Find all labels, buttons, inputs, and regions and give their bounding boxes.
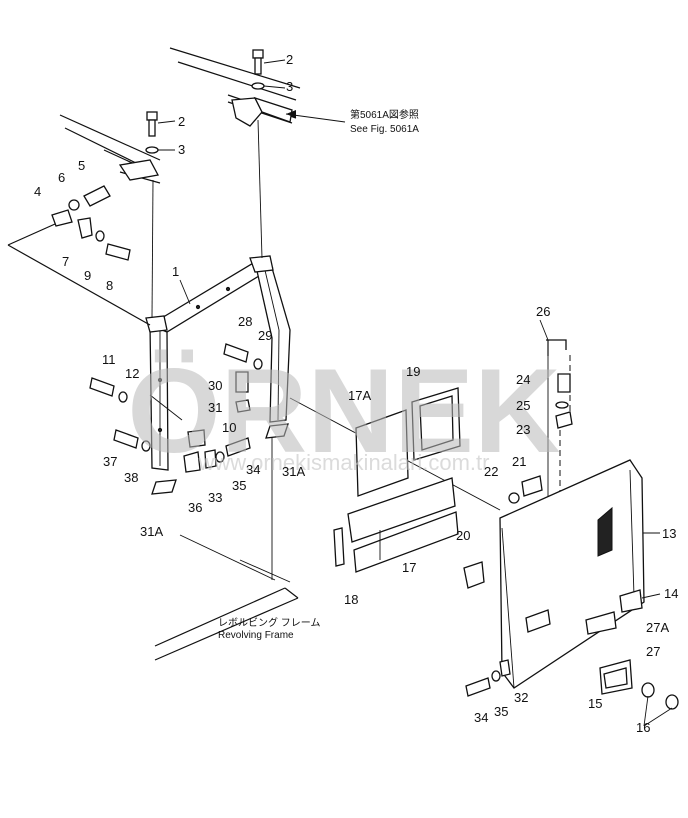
callout-25: 25 bbox=[516, 398, 530, 413]
callout-24: 24 bbox=[516, 372, 530, 387]
callout-23: 23 bbox=[516, 422, 530, 437]
callout-38: 38 bbox=[124, 470, 138, 485]
callout-15: 15 bbox=[588, 696, 602, 711]
callout-28: 28 bbox=[238, 314, 252, 329]
callout-31a-left: 31A bbox=[140, 524, 163, 539]
callout-2b: 2 bbox=[178, 114, 185, 129]
callout-31a-right: 31A bbox=[282, 464, 305, 479]
revolving-frame bbox=[154, 534, 299, 661]
callout-11: 11 bbox=[102, 352, 116, 367]
callout-14: 14 bbox=[664, 586, 678, 601]
watermark-url: www.ornekismakinalari.com.tr bbox=[198, 450, 490, 475]
callout-9: 9 bbox=[84, 268, 91, 283]
callout-37: 37 bbox=[103, 454, 117, 469]
callout-12: 12 bbox=[125, 366, 139, 381]
callout-27a: 27A bbox=[646, 620, 669, 635]
callout-19: 19 bbox=[406, 364, 420, 379]
callout-2a: 2 bbox=[286, 52, 293, 67]
callout-34b: 34 bbox=[474, 710, 488, 725]
callout-20: 20 bbox=[456, 528, 470, 543]
callout-35b: 35 bbox=[494, 704, 508, 719]
top-bolts bbox=[145, 49, 265, 154]
cover-panels bbox=[333, 387, 461, 573]
callout-8: 8 bbox=[106, 278, 113, 293]
callout-32: 32 bbox=[514, 690, 528, 705]
callout-29: 29 bbox=[258, 328, 272, 343]
callout-13: 13 bbox=[662, 526, 676, 541]
callout-17a: 17A bbox=[348, 388, 371, 403]
callout-34a: 34 bbox=[246, 462, 260, 477]
figure-notes: 第5061A図参照 See Fig. 5061A レボルビング フレーム Rev… bbox=[218, 108, 419, 641]
callout-26: 26 bbox=[536, 304, 550, 319]
fig-ref-jp: 第5061A図参照 bbox=[350, 108, 419, 121]
callout-7: 7 bbox=[62, 254, 69, 269]
callout-18: 18 bbox=[344, 592, 358, 607]
callout-leaders bbox=[157, 59, 673, 727]
callout-5: 5 bbox=[78, 158, 85, 173]
callout-labels: 2 3 2 3 5 6 4 7 9 8 1 11 12 37 38 31A 36… bbox=[34, 52, 678, 735]
frame-en: Revolving Frame bbox=[218, 630, 294, 641]
watermark-brand: ÖRNEK bbox=[127, 344, 560, 478]
side-door-part-13 bbox=[463, 339, 679, 710]
callout-3a: 3 bbox=[286, 79, 293, 94]
callout-35a: 35 bbox=[232, 478, 246, 493]
callout-33: 33 bbox=[208, 490, 222, 505]
watermark: ÖRNEK www.ornekismakinalari.com.tr bbox=[127, 344, 560, 478]
callout-1: 1 bbox=[172, 264, 179, 279]
callout-16: 16 bbox=[636, 720, 650, 735]
callout-3b: 3 bbox=[178, 142, 185, 157]
callout-30: 30 bbox=[208, 378, 222, 393]
callout-27: 27 bbox=[646, 644, 660, 659]
fig-ref-en: See Fig. 5061A bbox=[350, 124, 419, 135]
left-hardware bbox=[51, 185, 289, 495]
upper-frame-rails bbox=[59, 47, 301, 184]
callout-6: 6 bbox=[58, 170, 65, 185]
rear-frame-part-1 bbox=[145, 255, 291, 471]
callout-10: 10 bbox=[222, 420, 236, 435]
callout-4: 4 bbox=[34, 184, 41, 199]
callout-22: 22 bbox=[484, 464, 498, 479]
callout-21: 21 bbox=[512, 454, 526, 469]
callout-17: 17 bbox=[402, 560, 416, 575]
callout-31: 31 bbox=[208, 400, 222, 415]
frame-jp: レボルビング フレーム bbox=[218, 616, 320, 629]
callout-36: 36 bbox=[188, 500, 202, 515]
